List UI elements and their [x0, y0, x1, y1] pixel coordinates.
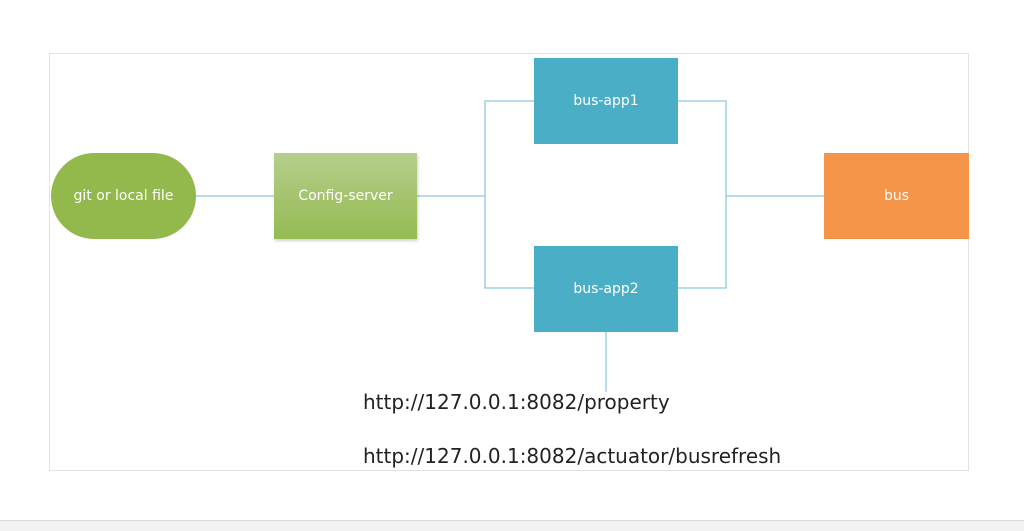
config-server-label: Config-server [298, 188, 393, 204]
bottom-divider [0, 520, 1024, 531]
bus-app2-label: bus-app2 [573, 281, 639, 297]
bus-app2-node: bus-app2 [534, 246, 678, 332]
git-source-node: git or local file [51, 153, 196, 239]
bus-node: bus [824, 153, 969, 239]
busrefresh-url: http://127.0.0.1:8082/actuator/busrefres… [363, 444, 782, 468]
property-url: http://127.0.0.1:8082/property [363, 390, 670, 414]
bus-app1-node: bus-app1 [534, 58, 678, 144]
config-server-node: Config-server [274, 153, 417, 239]
bus-label: bus [883, 188, 910, 204]
git-source-label: git or local file [73, 188, 174, 204]
bus-app1-label: bus-app1 [573, 93, 639, 109]
